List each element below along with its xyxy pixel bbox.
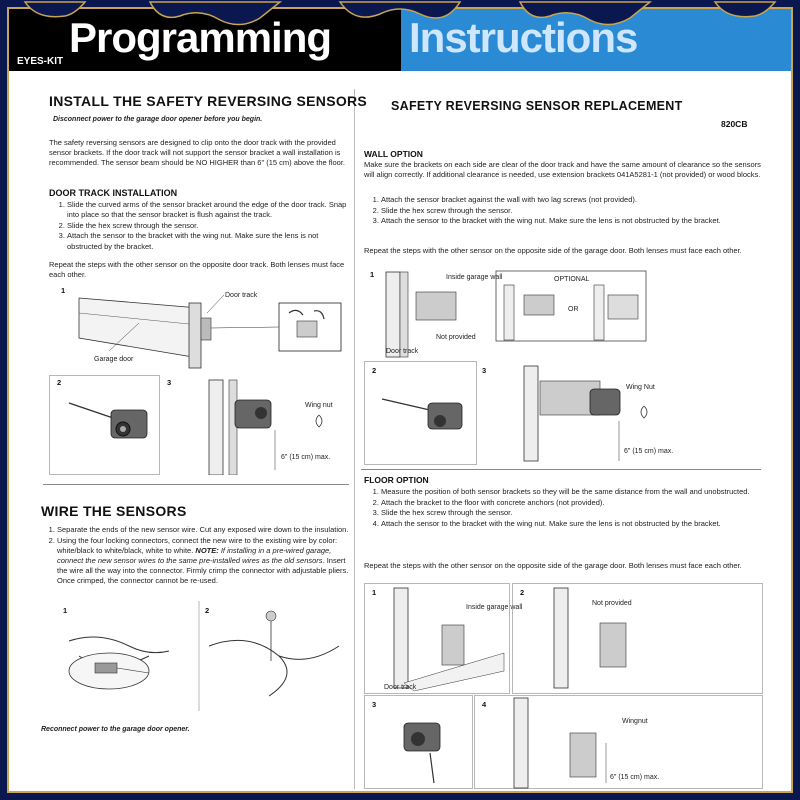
wire-figure: 1 2 xyxy=(49,601,349,711)
wire-note-label: NOTE: xyxy=(195,545,219,555)
label-max-height: 6" (15 cm) max. xyxy=(610,774,659,781)
banner-title-programming: Programming xyxy=(69,14,332,61)
disconnect-warning: Disconnect power to the garage door open… xyxy=(53,116,263,123)
figure-number: 2 xyxy=(520,588,524,597)
right-section-divider xyxy=(361,469,761,470)
door-track-steps: Slide the curved arms of the sensor brac… xyxy=(53,200,349,252)
label-door-track: Door track xyxy=(225,292,258,299)
banner-black-panel xyxy=(9,9,401,71)
wall-step: Attach the sensor bracket against the wa… xyxy=(381,195,764,205)
reconnect-note: Reconnect power to the garage door opene… xyxy=(41,726,190,733)
floor-repeat: Repeat the steps with the other sensor o… xyxy=(364,561,742,570)
floor-option-title: FLOOR OPTION xyxy=(364,475,429,485)
instruction-sheet: Programming Instructions EYES-KIT INSTAL… xyxy=(9,9,791,791)
label-inside-wall: Inside garage wall xyxy=(446,274,503,281)
label-max-height: 6" (15 cm) max. xyxy=(624,448,673,455)
label-or: OR xyxy=(568,306,579,313)
figure-number: 3 xyxy=(372,700,376,709)
label-door-track: Door track xyxy=(386,348,419,355)
wire-step2-c: Insert the wire all the way into the con… xyxy=(57,555,349,586)
floor-figure: 1 Inside garage wall Door track 2 Not pr… xyxy=(364,583,764,789)
figure-number: 4 xyxy=(482,700,487,709)
label-wingnut: Wingnut xyxy=(622,718,648,725)
label-wing-nut: Wing Nut xyxy=(626,384,655,391)
wire-step2-a: Using the four locking connectors, conne… xyxy=(57,535,338,555)
wall-repeat: Repeat the steps with the other sensor o… xyxy=(364,246,742,255)
replacement-title: SAFETY REVERSING SENSOR REPLACEMENT xyxy=(391,99,683,113)
door-track-figure-1: 1 Door track Garage door xyxy=(49,283,349,373)
wire-step: Separate the ends of the new sensor wire… xyxy=(57,525,349,535)
figure-number: 2 xyxy=(57,378,61,387)
figure-number: 1 xyxy=(61,286,65,295)
wire-steps: Separate the ends of the new sensor wire… xyxy=(43,525,349,587)
wall-step: Slide the hex screw through the sensor. xyxy=(381,206,764,216)
floor-step: Attach the sensor to the bracket with th… xyxy=(381,519,764,529)
wire-title: WIRE THE SENSORS xyxy=(41,503,187,519)
wall-figure-1: 1 Inside garage wall Not provided Door t… xyxy=(364,267,764,359)
door-track-figure-2-3: 2 3 Wing nut 6" (15 cm) max. xyxy=(49,375,349,475)
label-door-track: Door track xyxy=(384,684,417,691)
floor-step: Slide the hex screw through the sensor. xyxy=(381,508,764,518)
wall-step: Attach the sensor to the bracket with th… xyxy=(381,216,764,226)
wire-step: Using the four locking connectors, conne… xyxy=(57,536,349,587)
wall-figure-2-3: 2 3 Wing Nut 6" (15 cm) max. xyxy=(364,361,764,465)
column-divider xyxy=(354,89,355,789)
wall-option-title: WALL OPTION xyxy=(364,149,423,159)
floor-step: Measure the position of both sensor brac… xyxy=(381,487,764,497)
figure-number: 2 xyxy=(205,606,209,615)
door-track-repeat: Repeat the steps with the other sensor o… xyxy=(49,260,345,280)
install-intro: The safety reversing sensors are designe… xyxy=(49,138,346,168)
install-title: INSTALL THE SAFETY REVERSING SENSORS xyxy=(49,93,368,109)
label-garage-door: Garage door xyxy=(94,356,134,363)
label-not-provided: Not provided xyxy=(592,600,632,607)
wire-note-text: If installing in a pre-wired garage, con… xyxy=(57,545,332,565)
figure-number: 2 xyxy=(372,366,376,375)
label-optional: OPTIONAL xyxy=(554,276,590,283)
figure-number: 3 xyxy=(482,366,486,375)
ornament-cloud-icon xyxy=(0,0,800,34)
door-track-step: Attach the sensor to the bracket with th… xyxy=(67,231,349,251)
figure-number: 1 xyxy=(372,588,376,597)
floor-step: Attach the bracket to the floor with con… xyxy=(381,498,764,508)
figure-number: 1 xyxy=(63,606,67,615)
wall-intro: Make sure the brackets on each side are … xyxy=(364,160,761,180)
door-track-title: DOOR TRACK INSTALLATION xyxy=(49,188,178,198)
brand-label: EYES-KIT xyxy=(17,56,64,67)
label-wing-nut: Wing nut xyxy=(305,402,333,409)
label-max-height: 6" (15 cm) max. xyxy=(281,454,330,461)
model-number: 820CB xyxy=(721,119,748,129)
floor-steps: Measure the position of both sensor brac… xyxy=(367,487,764,530)
figure-number: 1 xyxy=(370,270,374,279)
label-not-provided: Not provided xyxy=(436,334,476,341)
door-track-step: Slide the curved arms of the sensor brac… xyxy=(67,200,349,220)
left-section-divider xyxy=(43,484,349,485)
label-inside-wall: Inside garage wall xyxy=(466,604,523,611)
door-track-step: Slide the hex screw through the sensor. xyxy=(67,221,349,231)
figure-number: 3 xyxy=(167,378,171,387)
wall-steps: Attach the sensor bracket against the wa… xyxy=(367,195,764,227)
